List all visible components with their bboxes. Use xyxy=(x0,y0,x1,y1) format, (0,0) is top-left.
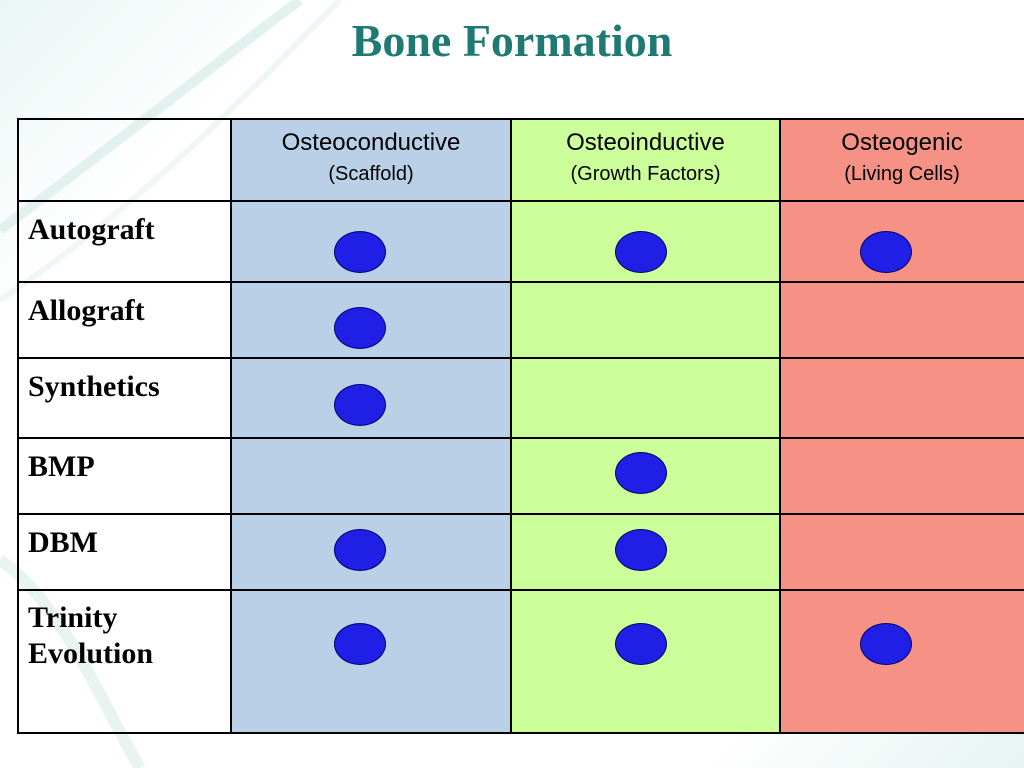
header-osteogenic: Osteogenic (Living Cells) xyxy=(780,129,1024,187)
row-label-trinity-evolution: Trinity Evolution xyxy=(28,601,154,670)
row-label-synthetics: Synthetics xyxy=(28,370,160,403)
grid-vline xyxy=(510,119,512,733)
grid-hline xyxy=(18,281,1024,283)
page-title: Bone Formation xyxy=(351,15,673,66)
row-label-dbm: DBM xyxy=(28,526,98,559)
header-osteoinductive: Osteoinductive (Growth Factors) xyxy=(511,129,780,187)
grid-hline xyxy=(18,513,1024,515)
grid-hline xyxy=(18,437,1024,439)
header-sublabel: (Living Cells) xyxy=(844,163,960,185)
grid-hline xyxy=(18,357,1024,359)
filled-circle-icon xyxy=(860,623,912,665)
row-label-bmp: BMP xyxy=(28,450,95,483)
filled-circle-icon xyxy=(334,384,386,426)
filled-circle-icon xyxy=(615,529,667,571)
header-label: Osteogenic xyxy=(841,129,963,156)
filled-circle-icon xyxy=(334,529,386,571)
filled-circle-icon xyxy=(615,452,667,494)
grid-hline xyxy=(18,200,1024,202)
table-border xyxy=(17,118,1024,734)
header-sublabel: (Growth Factors) xyxy=(570,163,721,185)
header-sublabel: (Scaffold) xyxy=(328,163,414,185)
header-label: Osteoconductive xyxy=(281,129,461,156)
grid-vline xyxy=(779,119,781,733)
header-label: Osteoinductive xyxy=(566,129,725,156)
filled-circle-icon xyxy=(860,231,912,273)
row-label-autograft: Autograft xyxy=(28,213,155,246)
row-label-allograft: Allograft xyxy=(28,294,145,327)
grid-vline xyxy=(230,119,232,733)
filled-circle-icon xyxy=(334,307,386,349)
grid-hline xyxy=(18,589,1024,591)
header-osteoconductive: Osteoconductive (Scaffold) xyxy=(231,129,511,187)
filled-circle-icon xyxy=(334,623,386,665)
filled-circle-icon xyxy=(615,231,667,273)
filled-circle-icon xyxy=(615,623,667,665)
filled-circle-icon xyxy=(334,231,386,273)
